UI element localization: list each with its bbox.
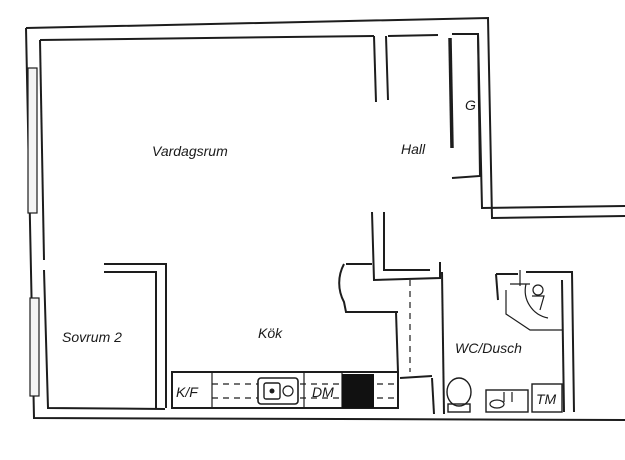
room-label-vardagsrum: Vardagsrum (152, 143, 228, 159)
room-label-kok: Kök (258, 325, 283, 341)
room-label-hall: Hall (401, 141, 426, 157)
window-west-lower (29, 297, 40, 397)
toilet-icon (446, 377, 472, 413)
bathroom-sink-icon (485, 389, 529, 413)
kitchen-island (338, 263, 398, 313)
room-label-wc-dusch: WC/Dusch (455, 340, 522, 356)
washing-machine-box (531, 383, 563, 413)
room-label-sovrum2: Sovrum 2 (62, 329, 122, 345)
fixture-label-kyl-frys: K/F (176, 384, 198, 400)
window-west-upper (27, 67, 38, 214)
wardrobe-door (448, 37, 454, 149)
fixture-label-tvattmaskin: TM (536, 391, 557, 407)
stove-block (342, 374, 374, 408)
outer-walls (25, 16, 625, 421)
fixture-label-diskmaskin: DM (312, 384, 334, 400)
interior-walls (104, 35, 575, 415)
shower-icon (505, 270, 562, 331)
kitchen-sink-icon (257, 377, 299, 405)
room-label-garderob: G (465, 97, 476, 113)
